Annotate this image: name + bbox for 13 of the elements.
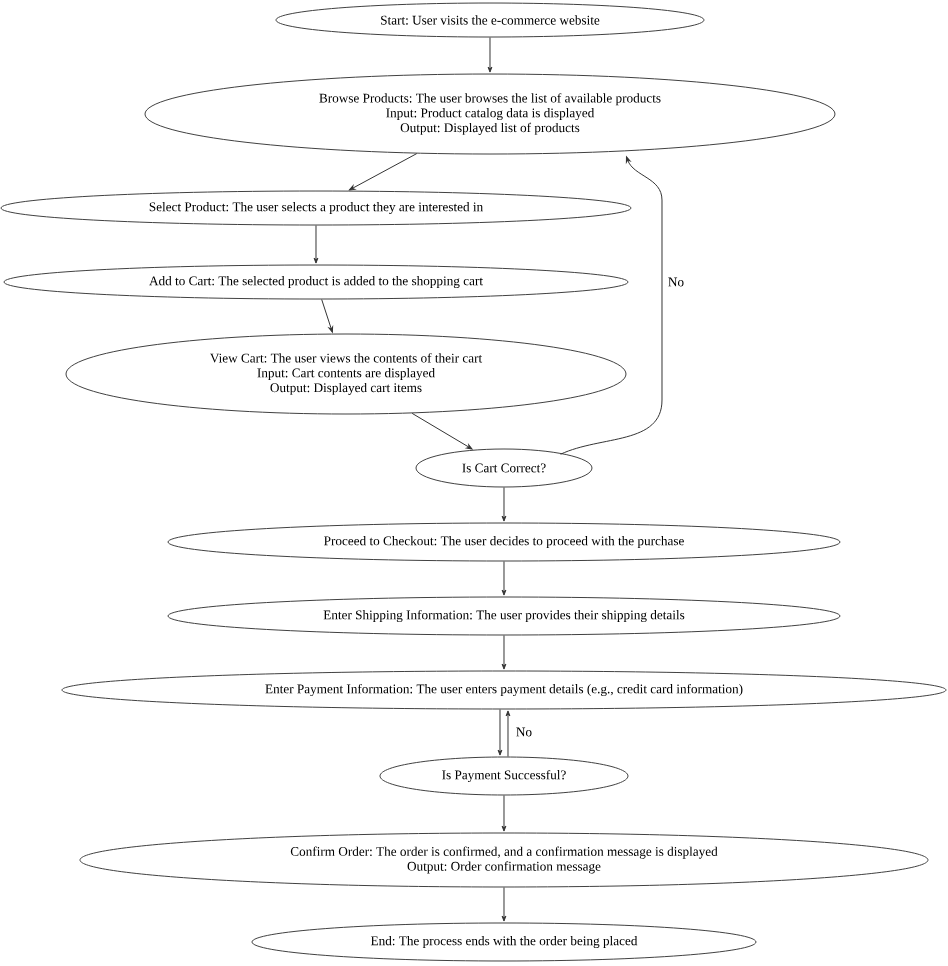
arrow xyxy=(313,225,319,264)
arrow xyxy=(501,795,507,832)
arrow xyxy=(501,635,507,670)
arrow xyxy=(501,887,507,922)
arrow xyxy=(348,153,418,191)
arrow xyxy=(505,710,511,757)
arrow xyxy=(501,561,507,596)
arrow xyxy=(501,487,507,522)
arrow xyxy=(497,709,503,756)
arrow xyxy=(560,156,663,455)
arrow xyxy=(411,412,473,450)
arrow xyxy=(487,37,493,73)
arrow xyxy=(321,299,334,333)
